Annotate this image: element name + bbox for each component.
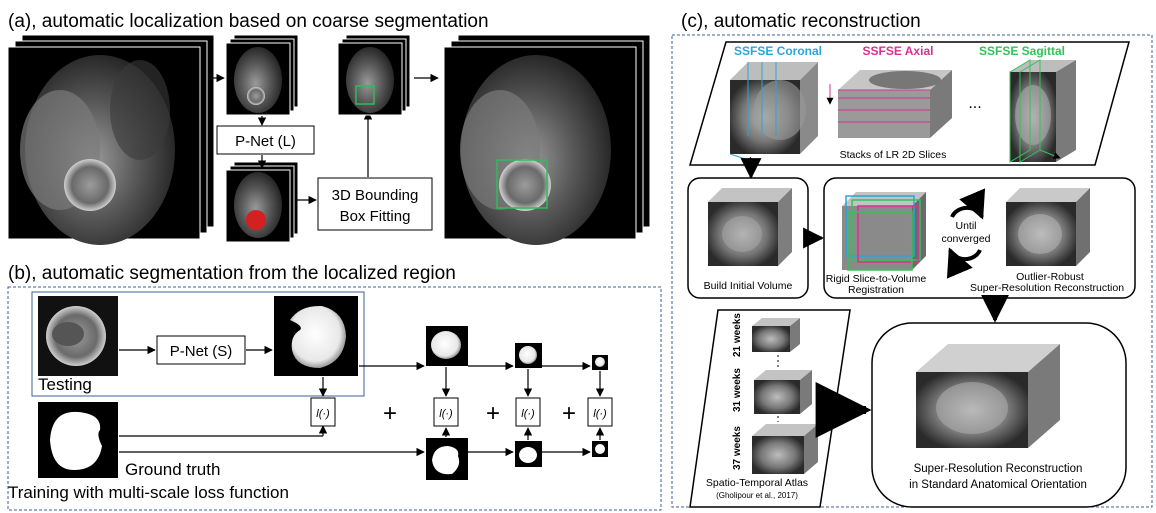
loss-label-2: l(·)	[439, 408, 453, 420]
outlier-line2: Super-Resolution Reconstruction	[970, 282, 1124, 294]
plus-3: +	[562, 400, 576, 427]
input-mri-stack	[7, 34, 215, 245]
atlas-line2: (Gholipour et al., 2017)	[716, 491, 798, 500]
atlas-cube-37	[752, 424, 818, 474]
atlas-line1: Spatio-Temporal Atlas	[706, 477, 808, 489]
rigid-line2: Registration	[848, 284, 904, 296]
bbox-line1: 3D Bounding	[332, 187, 419, 204]
ground-truth-label: Ground truth	[125, 460, 220, 479]
loss-label-4: l(·)	[593, 408, 607, 420]
panel-b-border	[7, 286, 662, 511]
panel-a-title: (a), automatic localization based on coa…	[8, 11, 489, 32]
build-label: Build Initial Volume	[704, 280, 793, 292]
bbox-fitting-box	[317, 177, 433, 231]
srr-line1: Super-Resolution Reconstruction	[914, 463, 1083, 475]
training-label: Training with multi-scale loss function	[8, 483, 289, 502]
plus-2: +	[486, 400, 500, 427]
green-bounding-box	[355, 85, 375, 105]
week37-label: 37 weeks	[732, 426, 743, 470]
sagittal-label: SSFSE Sagittal	[979, 44, 1065, 58]
sagittal-stack-cube	[1009, 59, 1076, 163]
rigid-line1: Rigid Slice-to-Volume	[826, 273, 927, 285]
prediction-scale-4	[592, 355, 608, 370]
until-line1: Until	[955, 220, 976, 232]
outlier-line1: Outlier-Robust	[1016, 271, 1084, 283]
loss-label-3: l(·)	[521, 408, 535, 420]
loss-box-3	[515, 397, 541, 427]
loss-box-2	[433, 397, 459, 427]
panel-b-title: (b), automatic segmentation from the loc…	[8, 263, 456, 284]
prediction-scale-1	[274, 296, 358, 376]
atlas-cube-21	[752, 318, 800, 352]
registration-cube	[842, 192, 926, 271]
bbox-result-stack	[337, 34, 411, 116]
final-volume-cube	[916, 344, 1060, 448]
gt-scale-2	[426, 438, 468, 480]
atlas-cube-31	[754, 370, 812, 414]
ground-truth-image	[38, 402, 118, 478]
localized-output-stack	[443, 34, 651, 245]
gt-scale-3	[515, 441, 542, 467]
prediction-scale-3	[515, 343, 542, 368]
coronal-label: SSFSE Coronal	[734, 44, 822, 58]
testing-label: Testing	[38, 375, 92, 394]
srr-line2: in Standard Anatomical Orientation	[909, 479, 1087, 491]
localized-bounding-box	[496, 159, 548, 209]
stacks-label: Stacks of LR 2D Slices	[840, 149, 947, 161]
pnet-s-box	[156, 335, 246, 365]
week21-label: 21 weeks	[732, 313, 743, 357]
pnet-l-box	[216, 125, 315, 155]
axial-stack-cube	[826, 70, 952, 138]
testing-region-border	[31, 291, 365, 397]
coarse-segmentation-stack	[225, 161, 299, 243]
loss-box-1	[310, 397, 336, 427]
panel-c-title: (c), automatic reconstruction	[681, 11, 921, 32]
localization-input-stack	[225, 34, 299, 116]
ellipsis-label: ...	[968, 95, 981, 112]
red-segmentation-mask	[246, 210, 266, 230]
week31-label: 31 weeks	[732, 368, 743, 412]
until-line2: converged	[941, 233, 990, 245]
bbox-line2: Box Fitting	[340, 208, 411, 225]
srr-cube	[1006, 188, 1090, 266]
pnet-l-label: P-Net (L)	[235, 133, 296, 150]
prediction-scale-2	[426, 326, 468, 366]
coronal-stack-cube	[729, 62, 818, 164]
axial-label: SSFSE Axial	[863, 44, 934, 58]
plus-1: +	[383, 400, 397, 427]
gt-scale-4	[592, 441, 608, 457]
pnet-s-label: P-Net (S)	[170, 343, 233, 360]
loss-box-4	[587, 397, 613, 427]
iteration-cycle-icon	[946, 188, 986, 279]
initial-volume-cube	[708, 188, 792, 266]
loss-label-1: l(·)	[316, 408, 330, 420]
testing-image	[38, 296, 118, 376]
